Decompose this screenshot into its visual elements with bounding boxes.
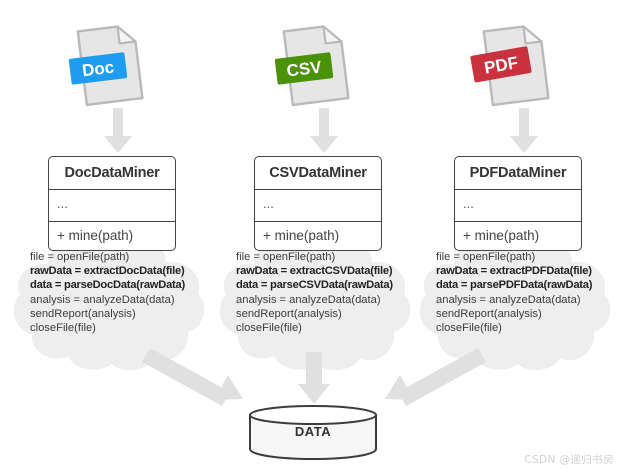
class-box-pdf-data-miner[interactable]: PDFDataMiner ... + mine(path) (454, 156, 582, 251)
pipeline-column-csv: CSV CSVDataMiner ... + mine(path) file =… (212, 0, 412, 400)
code-line: sendReport(analysis) (30, 307, 136, 320)
code-line: file = openFile(path) (30, 251, 130, 263)
class-box-doc-data-miner[interactable]: DocDataMiner ... + mine(path) (48, 156, 176, 251)
code-line: rawData = extractDocData(file) (30, 265, 185, 278)
arrow-pdf-to-class (508, 108, 540, 154)
code-line: file = openFile(path) (236, 251, 336, 263)
code-cloud-doc (8, 236, 214, 376)
watermark-label: CSDN @递归书房 (524, 454, 614, 466)
code-line: data = parseCSVData(rawData) (236, 279, 393, 292)
class-operations-label: + mine(path) (463, 228, 540, 243)
code-line: analysis = analyzeData(data) (236, 293, 381, 306)
class-attributes-label: ... (255, 190, 381, 222)
code-line: data = parseDocData(rawData) (30, 279, 185, 292)
database-label: DATA (294, 424, 332, 439)
code-line: closeFile(file) (30, 322, 96, 335)
class-attributes-label: ... (455, 190, 581, 222)
code-line: analysis = analyzeData(data) (30, 293, 175, 306)
pipeline-column-pdf: PDF PDFDataMiner ... + mine(path) file =… (412, 0, 612, 400)
code-line: rawData = extractCSVData(file) (236, 265, 393, 278)
pipeline-column-doc: Doc DocDataMiner ... + mine(path) file =… (6, 0, 206, 400)
doc-file-icon: Doc (64, 18, 152, 110)
code-line: rawData = extractPDFData(file) (436, 265, 592, 278)
class-name-label: CSVDataMiner (255, 157, 381, 190)
database-cylinder-icon (248, 404, 378, 461)
code-line: analysis = analyzeData(data) (436, 293, 581, 306)
doc-file-label: Doc (81, 58, 115, 81)
class-operations-label: + mine(path) (263, 228, 340, 243)
class-attributes-label: ... (49, 190, 175, 222)
code-cloud-pdf (414, 236, 620, 376)
arrow-doc-to-class (102, 108, 134, 154)
code-line: sendReport(analysis) (436, 307, 542, 320)
class-box-csv-data-miner[interactable]: CSVDataMiner ... + mine(path) (254, 156, 382, 251)
arrow-csv-to-class (308, 108, 340, 154)
csv-file-icon: CSV (270, 18, 358, 110)
code-listing-doc: file = openFile(path) rawData = extractD… (30, 250, 185, 335)
class-name-label: PDFDataMiner (455, 157, 581, 190)
code-line: data = parsePDFData(rawData) (436, 279, 593, 292)
code-listing-pdf: file = openFile(path) rawData = extractP… (436, 250, 592, 335)
csv-file-label: CSV (286, 57, 324, 80)
code-line: closeFile(file) (236, 322, 302, 335)
code-line: closeFile(file) (436, 322, 502, 335)
class-operations-label: + mine(path) (57, 228, 134, 243)
code-line: sendReport(analysis) (236, 307, 342, 320)
pdf-file-icon: PDF (470, 18, 558, 110)
code-listing-csv: file = openFile(path) rawData = extractC… (236, 250, 393, 335)
class-name-label: DocDataMiner (49, 157, 175, 190)
code-line: file = openFile(path) (436, 251, 536, 263)
code-cloud-csv (214, 236, 420, 376)
